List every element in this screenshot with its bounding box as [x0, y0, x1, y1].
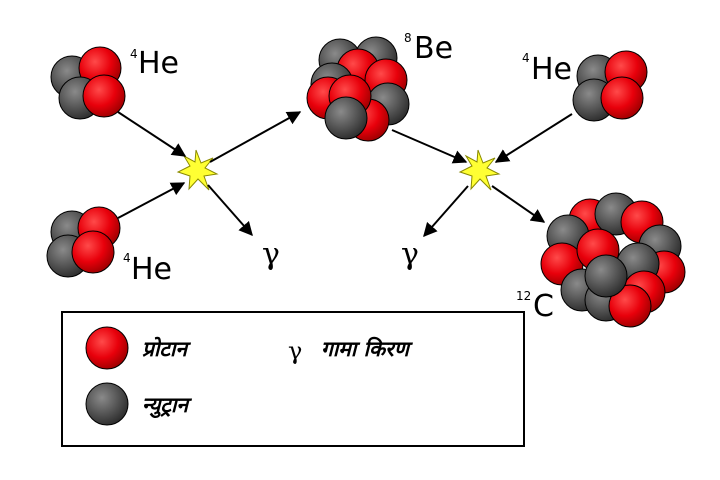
- proton: [71, 230, 115, 274]
- neutron: [324, 96, 368, 140]
- arrow-reaction-to-be: [209, 111, 302, 163]
- legend-gamma-symbol: γ: [288, 337, 302, 365]
- proton: [608, 284, 652, 328]
- he-top-right-mass: 4: [522, 51, 530, 65]
- he-bottom-left-mass: 4: [123, 251, 131, 265]
- legend-box: [61, 311, 525, 447]
- arrow-reaction-to-c: [491, 185, 546, 223]
- arrow-right-gamma: [423, 185, 469, 238]
- he-top-left-mass: 4: [130, 47, 138, 61]
- gamma-right: γ: [401, 237, 419, 272]
- arrows: [117, 111, 573, 238]
- helium-nucleus-bottom-left: [46, 206, 121, 278]
- he-bottom-left-symbol: He: [131, 252, 172, 287]
- carbon-nucleus: [540, 192, 686, 328]
- arrow-left-gamma: [207, 184, 253, 237]
- reaction-star-right: [458, 149, 501, 191]
- c-mass: 12: [516, 289, 531, 303]
- legend-gamma-label: गामा किरण: [321, 336, 414, 361]
- he-top-right-symbol: He: [531, 52, 572, 87]
- proton: [82, 74, 126, 118]
- arrow-he-right-to-reaction: [494, 113, 573, 163]
- c-symbol: C: [533, 289, 554, 324]
- helium-nucleus-top-right: [572, 50, 648, 122]
- helium-nucleus-top-left: [50, 46, 126, 120]
- legend-neutron-label: न्युट्रान: [142, 393, 192, 419]
- neutron: [584, 254, 628, 298]
- legend-proton-swatch: [85, 326, 129, 370]
- arrow-he-bottom-to-reaction: [117, 182, 186, 219]
- beryllium-nucleus: [306, 36, 410, 142]
- legend-neutron-swatch: [85, 382, 129, 426]
- arrow-be-to-reaction: [391, 129, 468, 164]
- be-symbol: Be: [414, 31, 453, 66]
- legend-proton-label: प्रोटान: [142, 336, 191, 361]
- be-mass: 8: [404, 31, 412, 45]
- proton: [600, 76, 644, 120]
- legend: प्रोटान न्युट्रान γ गामा किरण: [61, 311, 525, 447]
- gamma-left: γ: [262, 237, 280, 272]
- he-top-left-symbol: He: [138, 46, 179, 81]
- arrow-he-top-to-reaction: [117, 111, 187, 157]
